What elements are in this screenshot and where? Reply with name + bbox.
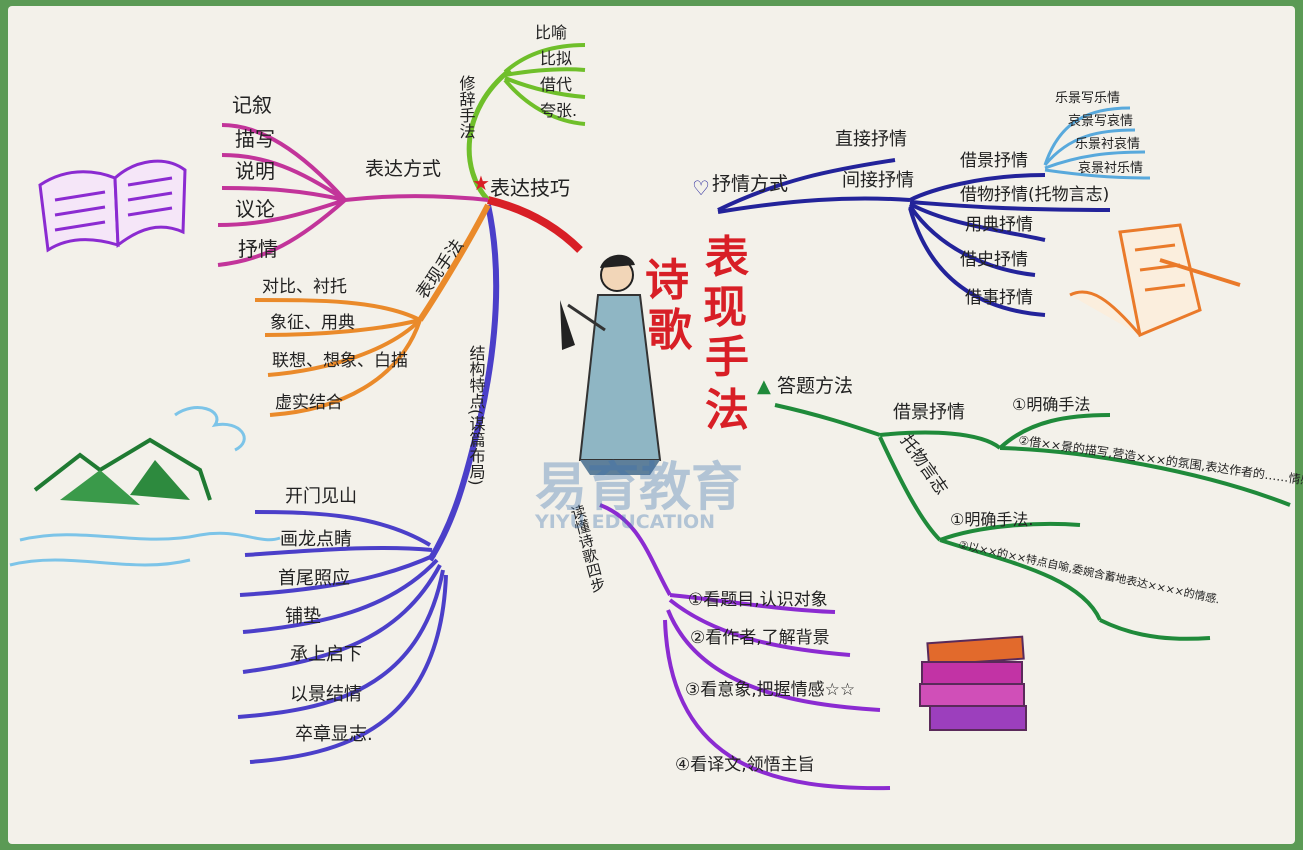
watermark-cn: 易育教育 — [535, 458, 743, 518]
lyric-indirect-3: 借史抒情 — [960, 250, 1028, 270]
lyric-indirect-2: 用典抒情 — [965, 215, 1033, 235]
scene-item-1: 哀景写哀情 — [1068, 114, 1133, 129]
title-char-4: 手 — [705, 332, 749, 383]
answer-sub2-item-1: ②以××的××特点自喻,委婉含蓄地表达××××的情感. — [957, 537, 1221, 606]
rhetoric-item-1: 比拟 — [540, 49, 572, 68]
steps-item-2: ③看意象,把握情感☆☆ — [685, 680, 855, 700]
rhetoric-item-2: 借代 — [540, 75, 572, 94]
structure-item-1: 画龙点睛 — [280, 529, 352, 550]
title-char-3: 现 — [703, 282, 747, 333]
scene-item-3: 哀景衬乐情 — [1078, 161, 1143, 176]
structure-item-4: 承上启下 — [290, 644, 362, 665]
answer-sub1-item-1: ②借××景的描写,营造×××的氛围,表达作者的……情感 — [1018, 432, 1303, 488]
rhetoric-branch-label: 修辞手法 — [457, 75, 476, 139]
steps-item-3: ④看译文,领悟主旨 — [675, 755, 815, 775]
scene-item-0: 乐景写乐情 — [1055, 91, 1120, 106]
answer-label: 答题方法 — [777, 375, 853, 397]
rhetoric-item-3: 夸张. — [540, 101, 577, 120]
scroll-illustration — [1069, 223, 1241, 338]
expression-item-0: 记叙 — [232, 93, 272, 117]
structure-item-2: 首尾照应 — [278, 568, 350, 589]
expression-item-3: 议论 — [235, 197, 275, 221]
expression-modes-label: 表达方式 — [365, 158, 441, 180]
book-illustration — [38, 159, 187, 253]
steps-item-1: ②看作者,了解背景 — [690, 628, 830, 648]
lyric-indirect-4: 借事抒情 — [965, 288, 1033, 308]
steps-item-0: ①看题目,认识对象 — [688, 590, 828, 610]
rhetoric-item-0: 比喻 — [535, 23, 567, 42]
methods-item-0: 对比、衬托 — [262, 277, 347, 297]
methods-item-3: 虚实结合 — [275, 393, 343, 413]
answer-sub2-item-0: ①明确手法. — [950, 510, 1033, 529]
answer-sub1-label: 借景抒情 — [893, 402, 965, 423]
answer-sub1-item-0: ①明确手法 — [1012, 395, 1090, 414]
lyric-label: 抒情方式 — [712, 173, 788, 195]
lyric-indirect: 间接抒情 — [842, 170, 914, 191]
heart-icon: ♡ — [692, 176, 710, 200]
lyric-indirect-0: 借景抒情 — [960, 151, 1028, 171]
triangle-icon: ▲ — [757, 376, 771, 397]
techniques-label: 表达技巧 — [490, 176, 570, 200]
poet-illustration — [560, 254, 662, 475]
title-char-5: 法 — [705, 385, 749, 436]
methods-item-2: 联想、想象、白描 — [272, 351, 408, 371]
books-stack-illustration — [919, 635, 1027, 731]
expression-item-2: 说明 — [235, 159, 275, 183]
watermark-en: YIYU EDUCATION — [534, 511, 715, 533]
structure-item-5: 以景结情 — [290, 684, 362, 705]
title-char-2: 歌 — [648, 305, 693, 356]
scene-item-2: 乐景衬哀情 — [1075, 137, 1140, 152]
lyric-direct: 直接抒情 — [835, 129, 907, 150]
mountain-illustration — [9, 406, 281, 567]
lyric-indirect-1: 借物抒情(托物言志) — [960, 185, 1109, 205]
expression-item-1: 描写 — [235, 127, 275, 151]
expression-item-4: 抒情 — [238, 237, 278, 261]
title-char-0: 诗 — [645, 255, 689, 306]
star-icon: ★ — [472, 171, 490, 195]
structure-item-3: 铺垫 — [285, 606, 321, 627]
structure-label: 结构特点(谋篇布局) — [467, 345, 486, 485]
title-char-1: 表 — [705, 232, 749, 283]
methods-item-1: 象征、用典 — [270, 313, 355, 333]
structure-item-0: 开门见山 — [285, 486, 357, 507]
structure-item-6: 卒章显志. — [295, 724, 373, 745]
